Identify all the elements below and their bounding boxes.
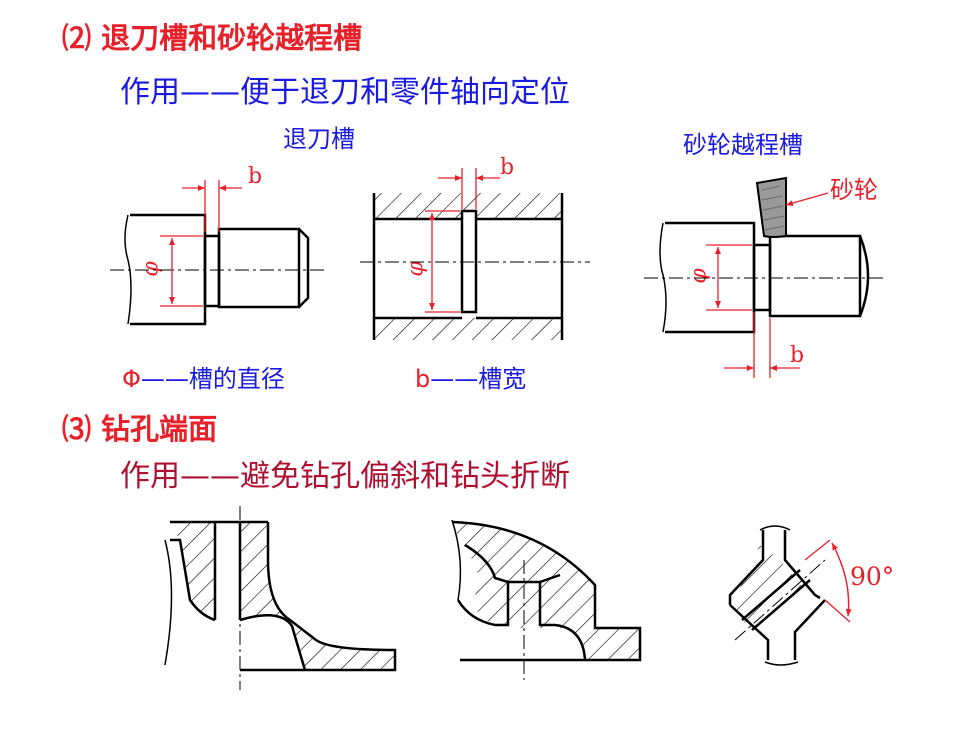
grinding-groove-dimensions <box>706 244 800 378</box>
label-undercut: 退刀槽 <box>283 125 355 153</box>
drill-curved-drawing <box>451 519 642 680</box>
section2-purpose: 作用——便于退刀和零件轴向定位 <box>120 75 570 110</box>
legend-phi-symbol: Φ <box>122 365 141 393</box>
legend-width: b——槽宽 <box>415 367 526 391</box>
label-grinding-groove: 砂轮越程槽 <box>683 131 803 159</box>
angle-90-dimension <box>804 539 852 623</box>
dim-b-undercut1: b <box>248 164 263 189</box>
label-grinding-wheel: 砂轮 <box>830 176 878 204</box>
undercut-external-drawing <box>110 213 325 326</box>
undercut-internal-dimensions <box>425 168 500 313</box>
legend-b-symbol: b <box>415 365 431 393</box>
grinding-groove-drawing <box>644 221 885 334</box>
section3-heading: ⑶ 钻孔端面 <box>62 412 218 446</box>
section2-heading: ⑵ 退刀槽和砂轮越程槽 <box>62 21 363 55</box>
grinding-wheel <box>755 176 829 238</box>
legend-phi-text: ——槽的直径 <box>140 365 285 393</box>
undercut-external-dimensions <box>160 180 242 307</box>
legend-b-text: ——槽宽 <box>430 365 527 393</box>
legend-diameter: Φ——槽的直径 <box>122 367 285 391</box>
drill-inclined-drawing <box>728 525 852 666</box>
dim-b-undercut2: b <box>500 155 515 180</box>
section3-purpose: 作用——避免钻孔偏斜和钻头折断 <box>120 459 570 494</box>
undercut-internal-drawing <box>360 193 590 340</box>
dim-b-grinding: b <box>790 343 805 368</box>
angle-90-label: 90° <box>850 562 895 591</box>
drill-boss-drawing <box>164 506 397 690</box>
